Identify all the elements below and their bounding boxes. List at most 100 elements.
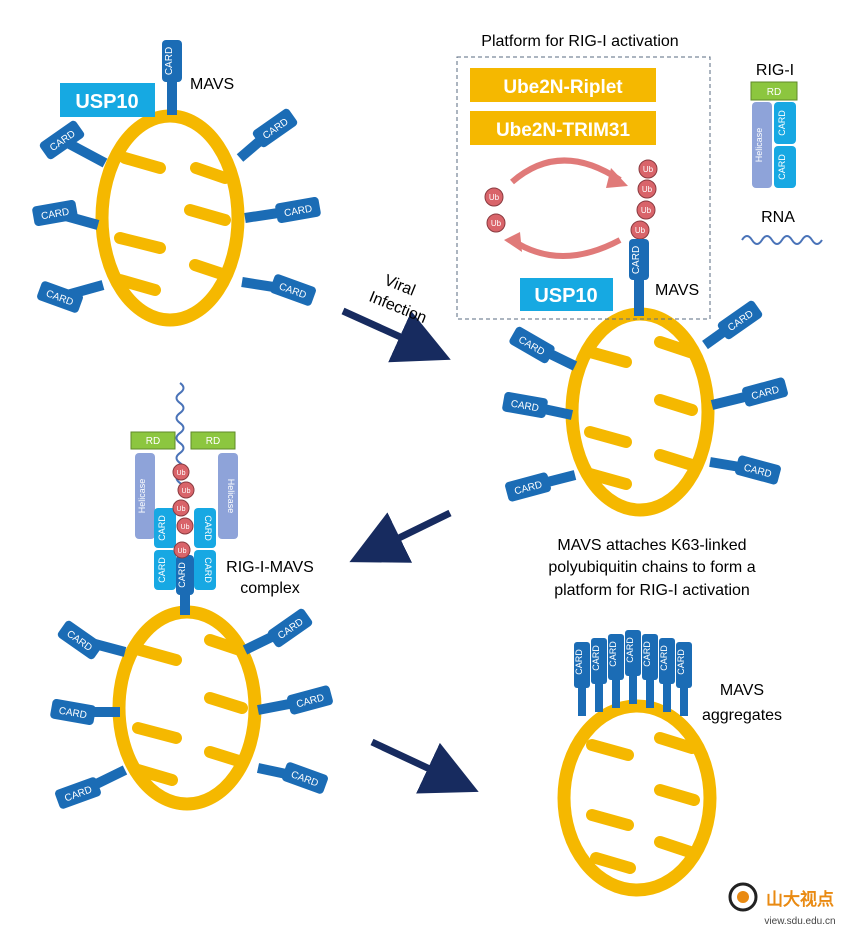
svg-text:RD: RD [767, 87, 781, 98]
card-label: CARD [625, 637, 635, 663]
mavs-protein: CARD [162, 40, 182, 115]
card-label: CARD [283, 204, 313, 220]
card-domain [742, 377, 788, 407]
usp10-badge [520, 278, 613, 311]
aggregate-stem [663, 682, 671, 712]
card-label: CARD [659, 645, 669, 671]
viral-infection-arrow [341, 307, 451, 363]
svg-text:Helicase: Helicase [754, 128, 764, 163]
svg-text:RD: RD [206, 436, 220, 447]
card-domain [267, 608, 313, 648]
svg-text:polyubiquitin chains to form a: polyubiquitin chains to form a [548, 559, 755, 576]
svg-text:CARD: CARD [203, 515, 213, 541]
svg-text:Ub: Ub [177, 506, 186, 513]
card-domain [39, 120, 85, 160]
rig-i-mavs-complex: RD RD Helicase Helicase CARD CARD CARD C… [130, 382, 238, 615]
aggregate-card [574, 642, 590, 688]
polyubiquitin-chain: Ub Ub Ub Ub Ub [172, 463, 195, 559]
svg-text:CARD: CARD [777, 154, 787, 180]
ubiquitination-arrow [510, 157, 622, 185]
aggregate-stem [578, 686, 586, 716]
mitochondrion-aggregates [557, 699, 717, 897]
card-label: CARD [591, 645, 601, 671]
card-domain [502, 391, 548, 419]
aggregate-stem [646, 678, 654, 708]
card-label: CARD [574, 649, 584, 675]
mitochondrion-resting [95, 109, 245, 327]
svg-text:Ub: Ub [489, 193, 500, 202]
rna-strand [741, 235, 823, 245]
card-label: CARD [676, 649, 686, 675]
card-domain [774, 146, 796, 188]
aggregate-card [625, 630, 641, 676]
mavs-protein: CARD [629, 239, 649, 316]
card-domain [270, 274, 316, 306]
usp10-label: USP10 [534, 285, 597, 307]
svg-text:Helicase: Helicase [226, 479, 236, 514]
svg-text:Ub: Ub [182, 488, 191, 495]
card-label: CARD [58, 706, 88, 722]
svg-text:RD: RD [146, 436, 160, 447]
card-domain [57, 620, 103, 660]
aggregate-card [591, 638, 607, 684]
aggregate-card [608, 634, 624, 680]
svg-text:Helicase: Helicase [137, 479, 147, 514]
complex-label: RIG-I-MAVS [226, 559, 314, 576]
rd-domain [190, 431, 236, 450]
polyubiquitin-chain: Ub Ub Ub Ub [630, 159, 658, 240]
rna-label: RNA [761, 209, 795, 226]
usp10-label: USP10 [75, 91, 138, 113]
rig-i-label: RIG-I [756, 62, 794, 79]
card-label: CARD [642, 641, 652, 667]
helicase-domain [752, 102, 772, 188]
complex-label: complex [240, 580, 300, 597]
platform-box: Platform for RIG-I activation Ube2N-Ripl… [456, 33, 711, 320]
svg-text:Ub: Ub [181, 524, 190, 531]
card-domain [287, 685, 333, 715]
mitochondrion-complex [112, 605, 262, 811]
mitochondrion-membrane [557, 699, 717, 897]
svg-text:Ub: Ub [491, 219, 502, 228]
card-domain [55, 777, 101, 809]
svg-text:Ub: Ub [178, 548, 187, 555]
svg-text:CARD: CARD [203, 557, 213, 583]
free-ubiquitin: Ub Ub [484, 187, 506, 233]
card-label: CARD [510, 399, 540, 415]
deubiquitination-arrow [510, 237, 622, 259]
svg-text:CARD: CARD [631, 246, 642, 274]
card-domain [194, 550, 216, 590]
svg-text:Ub: Ub [177, 470, 186, 477]
card-domain [154, 550, 176, 590]
aggregate-stem [595, 682, 603, 712]
aggregate-stem [680, 686, 688, 716]
card-domain [37, 281, 83, 313]
ube2n-riplet-label: Ube2N-Riplet [503, 77, 623, 98]
aggregation-arrow [370, 738, 479, 794]
svg-text:CARD: CARD [177, 562, 187, 588]
logo-icon [728, 882, 758, 912]
card-label: CARD [40, 207, 70, 223]
ube2n-trim31-box [470, 111, 656, 145]
mitochondrion-membrane [95, 109, 245, 327]
helicase-domain [218, 453, 238, 539]
aggregate-card [642, 634, 658, 680]
card-domain [505, 472, 551, 502]
card-label: CARD [164, 47, 175, 75]
watermark: 山大视点 view.sdu.edu.cn [728, 882, 836, 927]
card-label: CARD [608, 641, 618, 667]
card-domain [735, 455, 781, 485]
watermark-title: 山大视点 [766, 889, 834, 909]
platform-title: Platform for RIG-I activation [481, 33, 678, 50]
mavs-cards: CARD CARD CARD CARD CARD CARD CARD CARD CARD CARD… [32, 108, 788, 809]
mitochondrion-cristae [132, 634, 248, 786]
rd-domain [130, 431, 176, 450]
aggregate-card [676, 642, 692, 688]
card-domain [509, 326, 555, 364]
mitochondrion-cristae [114, 152, 231, 296]
aggregates-label: aggregates [702, 707, 782, 724]
infection-label: Infection [366, 289, 428, 327]
mavs-label: MAVS [190, 76, 234, 93]
svg-text:CARD: CARD [157, 557, 167, 583]
